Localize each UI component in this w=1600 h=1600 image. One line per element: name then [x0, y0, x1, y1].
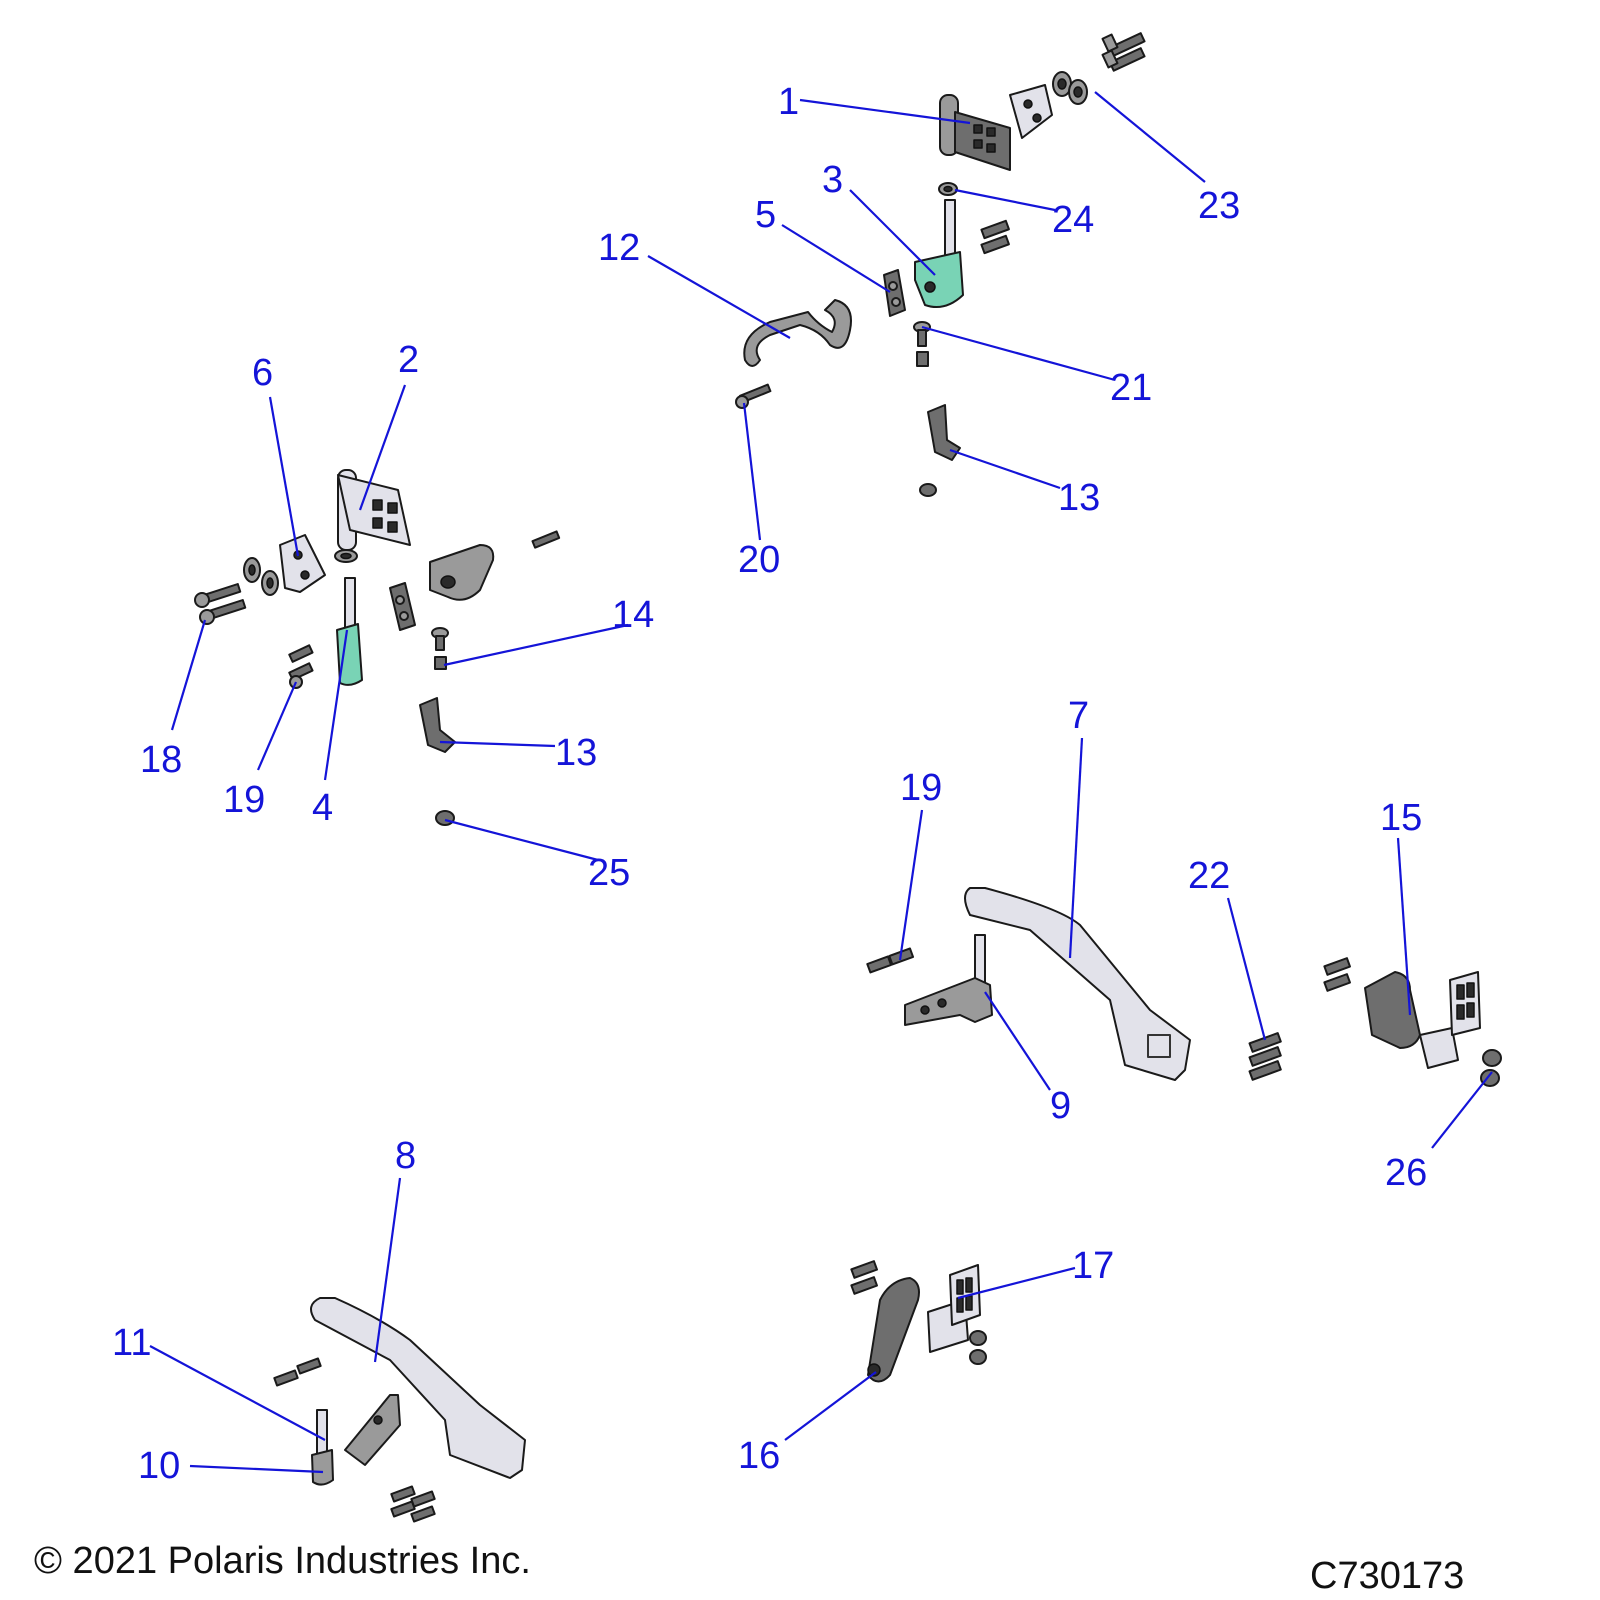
part-18-bolts [194, 583, 247, 625]
part-24-washer [938, 182, 958, 196]
callout-19b: 19 [900, 767, 942, 809]
part-19-right-bolts [866, 947, 915, 974]
leader-9 [984, 991, 1051, 1091]
leader-25 [444, 818, 599, 862]
leader-26 [1431, 1071, 1493, 1149]
callout-23: 23 [1198, 185, 1240, 227]
part-8-door-arm [310, 1297, 526, 1479]
part-13-lower-l-bracket [419, 697, 456, 753]
part-14-screw [431, 627, 449, 670]
small-bolts-near-3 [980, 219, 1010, 255]
callout-1: 1 [778, 81, 799, 123]
leader-13b [439, 740, 556, 748]
callout-18: 18 [140, 739, 182, 781]
part-11-striker-bracket [344, 1394, 401, 1466]
leader-8 [373, 1177, 402, 1363]
leader-20 [742, 402, 762, 541]
leader-3 [849, 189, 936, 276]
part-10-striker-pin [311, 1409, 334, 1486]
part-7-door-arm [964, 887, 1191, 1081]
leader-17 [957, 1266, 1076, 1300]
part-4-hinge-pin-teal [336, 577, 363, 686]
bolts-near-part-8 [273, 1357, 436, 1523]
part-20-bolt [735, 383, 772, 409]
leader-19b [898, 809, 924, 961]
leader-16 [784, 1371, 877, 1441]
callout-21: 21 [1110, 367, 1152, 409]
callout-13b: 13 [555, 732, 597, 774]
callout-14: 14 [612, 594, 654, 636]
callout-20: 20 [738, 539, 780, 581]
part-12-check-strap [743, 299, 852, 367]
leader-6 [268, 396, 300, 557]
leader-1 [799, 98, 971, 125]
leader-22 [1226, 897, 1267, 1041]
leader-5 [781, 224, 891, 293]
callout-3: 3 [822, 159, 843, 201]
part-13-upper-l-bracket [919, 404, 961, 497]
callout-11: 11 [112, 1322, 151, 1364]
callout-15: 15 [1380, 797, 1422, 839]
part-19-left-bolts [288, 644, 314, 689]
leader-14 [443, 623, 629, 667]
leader-24 [954, 188, 1056, 212]
leader-12 [647, 255, 791, 339]
part-6-backing-plate [243, 534, 326, 596]
callout-22: 22 [1188, 855, 1230, 897]
hinge-knuckle-left [429, 544, 495, 601]
part-2-hinge-leaf [337, 469, 411, 551]
callout-9: 9 [1050, 1085, 1071, 1127]
callout-7: 7 [1068, 695, 1089, 737]
callout-2: 2 [398, 339, 419, 381]
part-25-nut [435, 810, 455, 826]
callout-25: 25 [588, 852, 630, 894]
leader-23 [1094, 91, 1206, 183]
part-17-bracket [927, 1264, 987, 1365]
leader-19a [256, 681, 298, 771]
part-1-hinge-leaf [939, 84, 1053, 171]
part-3-hinge-pin-teal [914, 199, 964, 308]
callout-5: 5 [755, 194, 776, 236]
callout-24: 24 [1052, 199, 1094, 241]
part-15-latch-bracket [1323, 957, 1481, 1069]
callout-labels: 1 23 24 3 5 12 21 20 13 6 2 14 13 25 18 … [112, 81, 1427, 1487]
leader-4 [323, 629, 349, 781]
leader-15 [1396, 837, 1412, 1016]
copyright-notice: © 2021 Polaris Industries Inc. [34, 1540, 531, 1582]
leader-lines [149, 91, 1493, 1474]
callout-16: 16 [738, 1435, 780, 1477]
callout-12: 12 [598, 227, 640, 269]
washer-near-part-2 [334, 549, 358, 563]
part-22-bolts [1248, 1032, 1282, 1081]
callout-13a: 13 [1058, 477, 1100, 519]
bolt-left-cluster [531, 530, 561, 549]
callout-10: 10 [138, 1445, 180, 1487]
callout-4: 4 [312, 787, 333, 829]
callout-6: 6 [252, 352, 273, 394]
leader-10 [189, 1464, 324, 1474]
part-16-latch-plate [850, 1260, 920, 1383]
callout-19a: 19 [223, 779, 265, 821]
callout-17: 17 [1072, 1245, 1114, 1287]
part-23-bolts-washers [1052, 32, 1146, 105]
callout-26: 26 [1385, 1152, 1427, 1194]
callout-8: 8 [395, 1135, 416, 1177]
spacer-block-left [389, 582, 416, 631]
leader-13a [949, 448, 1061, 490]
drawing-number: C730173 [1310, 1555, 1465, 1597]
part-5-spacer-block [883, 269, 906, 317]
leader-7 [1068, 737, 1084, 959]
part-9-striker-bracket [904, 934, 993, 1026]
leader-18 [170, 619, 207, 731]
leader-21 [921, 325, 1116, 382]
leader-2 [358, 384, 407, 511]
leader-11 [149, 1345, 326, 1441]
